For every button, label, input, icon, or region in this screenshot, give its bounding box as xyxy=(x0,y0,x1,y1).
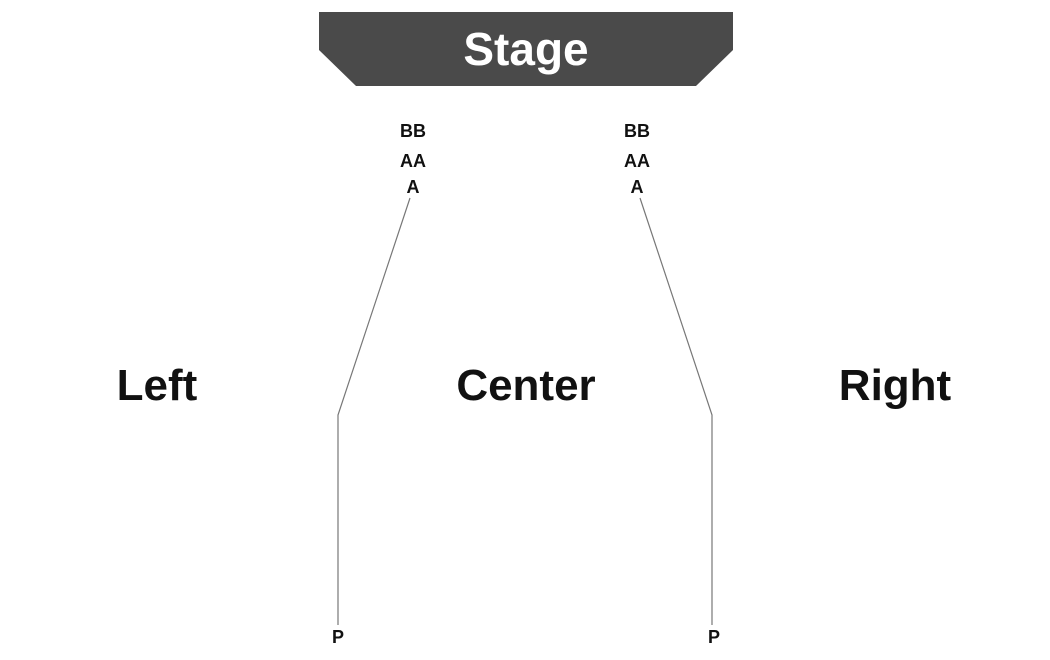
left-aisle-line xyxy=(337,197,411,625)
left-aisle-row-aa: AA xyxy=(400,151,426,171)
section-left-label: Left xyxy=(116,361,198,410)
left-aisle-row-a: A xyxy=(406,177,420,197)
stage-shape xyxy=(319,12,733,86)
right-aisle-line xyxy=(639,197,713,625)
stage-block xyxy=(319,12,733,86)
right-aisle-row-bb: BB xyxy=(624,121,650,141)
section-center-label: Center xyxy=(456,361,596,410)
left-aisle-row-p: P xyxy=(331,627,344,647)
stage-label: Stage xyxy=(463,23,589,75)
left-aisle-row-bb: BB xyxy=(400,121,426,141)
right-aisle-row-p: P xyxy=(707,627,720,647)
right-aisle-row-aa: AA xyxy=(624,151,650,171)
section-right-label: Right xyxy=(838,361,952,410)
right-aisle-row-a: A xyxy=(630,177,644,197)
